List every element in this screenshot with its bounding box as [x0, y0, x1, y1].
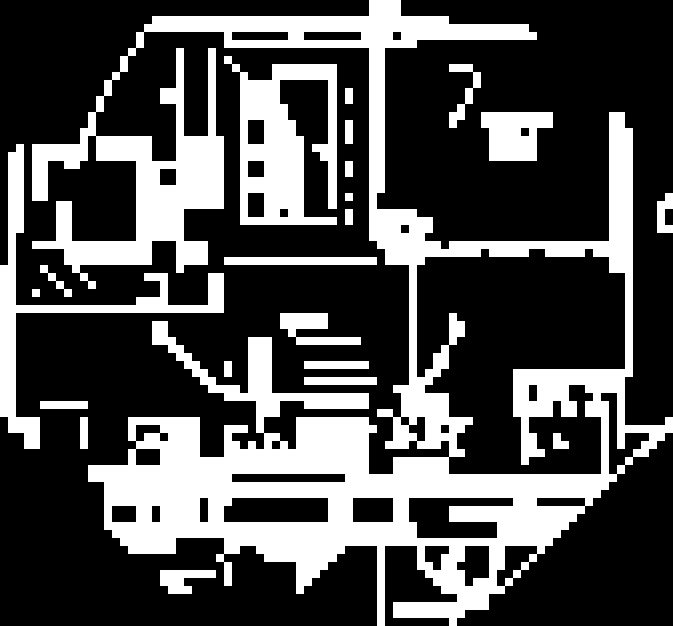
- binary-mask-image: [0, 0, 673, 626]
- bitmap-canvas: [0, 0, 673, 626]
